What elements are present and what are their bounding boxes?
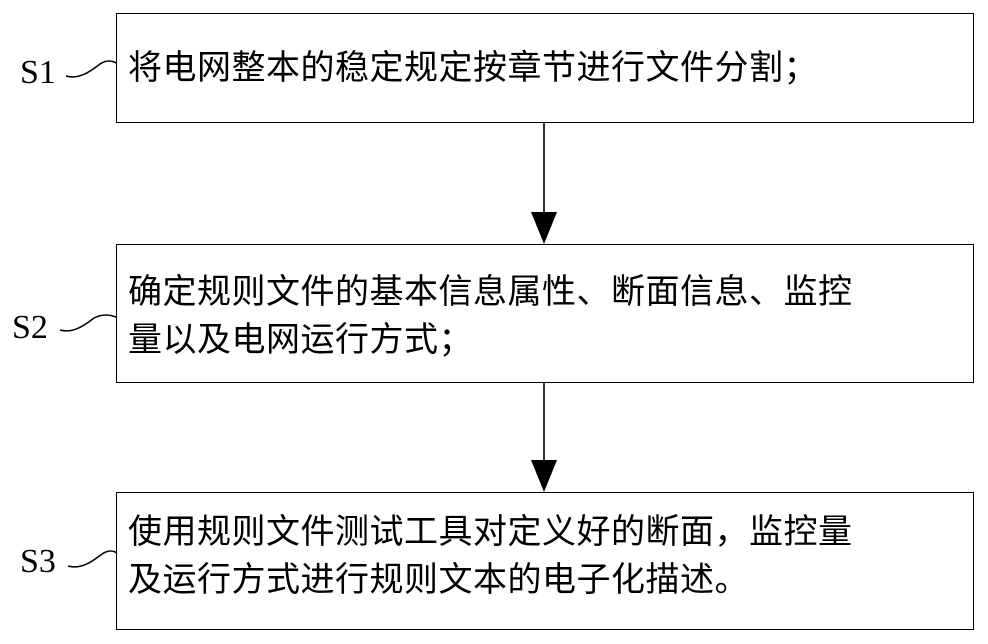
leader-curve-s1 — [65, 60, 119, 78]
step-text-line: 及运行方式进行规则文本的电子化描述。 — [128, 560, 749, 600]
step-box-s3 — [116, 492, 974, 630]
step-label-s2: S2 — [12, 309, 48, 346]
arrow-head-s2-s3 — [531, 460, 557, 492]
leader-curve-s2 — [59, 314, 119, 332]
arrow-head-s1-s2 — [531, 212, 557, 244]
leader-curve-s3 — [67, 550, 119, 568]
step-text-s3: 使用规则文件测试工具对定义好的断面，监控量 及运行方式进行规则文本的电子化描述。 — [128, 508, 853, 604]
step-text-line: 使用规则文件测试工具对定义好的断面，监控量 — [128, 512, 853, 552]
step-label-s3: S3 — [20, 543, 56, 580]
step-box-s2 — [116, 244, 974, 383]
step-box-s1 — [116, 13, 974, 123]
step-text-s2: 确定规则文件的基本信息属性、断面信息、监控 量以及电网运行方式； — [128, 268, 853, 364]
step-text-line: 确定规则文件的基本信息属性、断面信息、监控 — [128, 272, 853, 312]
step-text-line: 将电网整本的稳定规定按章节进行文件分割； — [128, 48, 818, 88]
step-text-line: 量以及电网运行方式； — [128, 320, 473, 360]
step-label-s1: S1 — [20, 54, 56, 91]
step-text-s1: 将电网整本的稳定规定按章节进行文件分割； — [128, 44, 818, 92]
